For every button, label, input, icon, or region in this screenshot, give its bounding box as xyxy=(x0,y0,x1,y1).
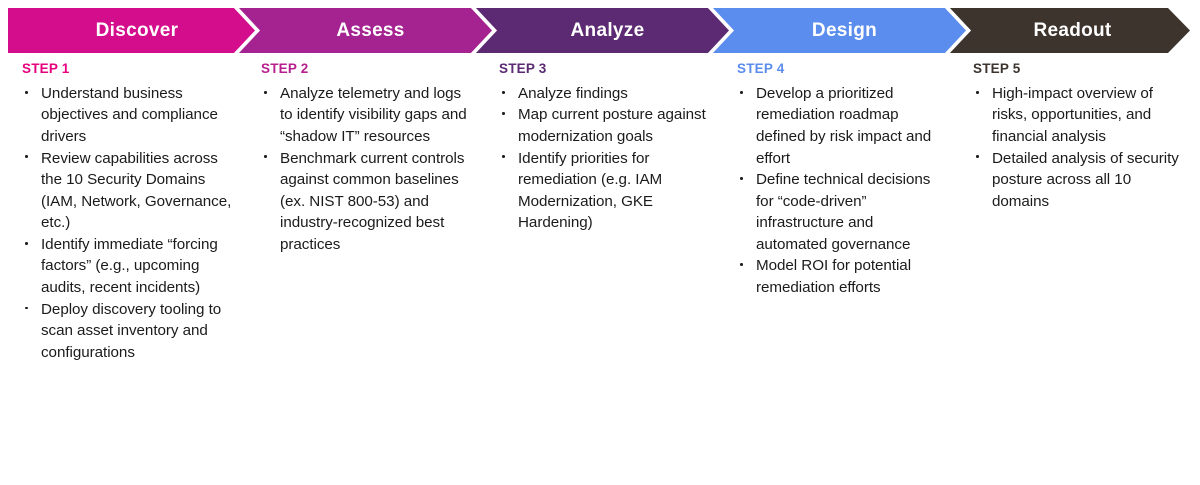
column-readout: STEP 5 High-impact overview of risks, op… xyxy=(948,61,1185,363)
list-item: Map current posture against modernizatio… xyxy=(499,104,711,147)
list-item: Deploy discovery tooling to scan asset i… xyxy=(22,299,237,364)
chevron-label-readout: Readout xyxy=(1033,19,1112,41)
bullet-text: Deploy discovery tooling to scan asset i… xyxy=(41,300,222,361)
bullet-text: Model ROI for potential remediation effo… xyxy=(756,257,912,297)
bullet-list-1: Understand business objectives and compl… xyxy=(22,83,237,364)
bullet-dot-icon xyxy=(502,112,505,116)
chevron-shape-analyze xyxy=(475,8,734,53)
bullet-list-4: Develop a prioritized remediation roadma… xyxy=(737,83,948,299)
bullet-list-3: Analyze findings Map current posture aga… xyxy=(499,83,711,234)
list-item: Benchmark current controls against commo… xyxy=(261,148,474,256)
chevron-shape-assess xyxy=(238,8,497,53)
bullet-dot-icon xyxy=(25,241,28,245)
list-item: Develop a prioritized remediation roadma… xyxy=(737,83,948,169)
bullet-text: Benchmark current controls against commo… xyxy=(280,149,465,253)
bullet-text: High-impact overview of risks, opportuni… xyxy=(992,84,1153,145)
bullet-text: Identify immediate “forcing factors” (e.… xyxy=(41,235,218,297)
step-title-2: STEP 2 xyxy=(261,61,309,76)
column-assess: STEP 2 Analyze telemetry and logs to ide… xyxy=(237,61,474,363)
chevron-shape-design xyxy=(712,8,971,53)
bullet-dot-icon xyxy=(264,90,267,94)
step-title-5: STEP 5 xyxy=(973,61,1021,76)
bullet-dot-icon xyxy=(502,90,505,94)
bullet-text: Identify priorities for remediation (e.g… xyxy=(518,149,663,232)
bullet-dot-icon xyxy=(740,177,743,180)
chevron-label-design: Design xyxy=(811,19,878,41)
chevron-label-discover: Discover xyxy=(95,19,179,41)
chevron-phase-discover[interactable]: Discover xyxy=(8,8,260,53)
process-chevron-band: Discover Assess Analyze Design Readout xyxy=(8,7,1192,54)
chevron-phase-assess[interactable]: Assess xyxy=(233,7,497,54)
list-item: Identify priorities for remediation (e.g… xyxy=(499,148,711,234)
list-item: Understand business objectives and compl… xyxy=(22,83,237,148)
bullet-dot-icon xyxy=(25,90,28,94)
bullet-text: Analyze findings xyxy=(518,84,628,102)
bullet-text: Map current posture against modernizatio… xyxy=(518,106,706,145)
list-item: Analyze findings xyxy=(499,83,711,105)
phase-detail-columns: STEP 1 Understand business objectives an… xyxy=(0,61,1200,364)
bullet-dot-icon xyxy=(502,155,505,159)
bullet-dot-icon xyxy=(25,155,28,159)
list-item: Identify immediate “forcing factors” (e.… xyxy=(22,234,237,299)
bullet-dot-icon xyxy=(740,263,743,267)
step-title-4: STEP 4 xyxy=(737,61,785,76)
list-item: Analyze telemetry and logs to identify v… xyxy=(261,83,474,148)
list-item: High-impact overview of risks, opportuni… xyxy=(973,83,1185,148)
column-analyze: STEP 3 Analyze findings Map current post… xyxy=(474,61,711,363)
bullet-text: Define technical decisions for “code-dri… xyxy=(756,171,931,253)
step-title-1: STEP 1 xyxy=(22,61,70,76)
chevron-phase-readout[interactable]: Readout xyxy=(944,7,1190,54)
column-design: STEP 4 Develop a prioritized remediation… xyxy=(711,61,948,363)
list-item: Model ROI for potential remediation effo… xyxy=(737,255,948,298)
bullet-text: Detailed analysis of security posture ac… xyxy=(992,149,1179,210)
bullet-text: Review capabilities across the 10 Securi… xyxy=(41,149,232,232)
list-item: Define technical decisions for “code-dri… xyxy=(737,169,948,255)
bullet-dot-icon xyxy=(976,155,979,159)
bullet-dot-icon xyxy=(264,155,267,159)
chevron-label-assess: Assess xyxy=(336,19,405,41)
bullet-dot-icon xyxy=(25,306,28,310)
bullet-dot-icon xyxy=(976,90,979,94)
column-discover: STEP 1 Understand business objectives an… xyxy=(0,61,237,364)
bullet-text: Develop a prioritized remediation roadma… xyxy=(756,84,932,167)
chevron-shape-discover xyxy=(8,8,260,53)
chevron-phase-analyze[interactable]: Analyze xyxy=(470,7,734,54)
bullet-list-5: High-impact overview of risks, opportuni… xyxy=(973,83,1185,212)
bullet-dot-icon xyxy=(740,90,743,94)
list-item: Review capabilities across the 10 Securi… xyxy=(22,148,237,234)
chevron-shape-readout xyxy=(949,8,1190,53)
bullet-list-2: Analyze telemetry and logs to identify v… xyxy=(261,83,474,256)
bullet-text: Analyze telemetry and logs to identify v… xyxy=(280,84,467,145)
list-item: Detailed analysis of security posture ac… xyxy=(973,148,1185,213)
bullet-text: Understand business objectives and compl… xyxy=(41,84,218,145)
chevron-label-analyze: Analyze xyxy=(570,19,645,41)
chevron-phase-design[interactable]: Design xyxy=(707,7,971,54)
step-title-3: STEP 3 xyxy=(499,61,547,76)
